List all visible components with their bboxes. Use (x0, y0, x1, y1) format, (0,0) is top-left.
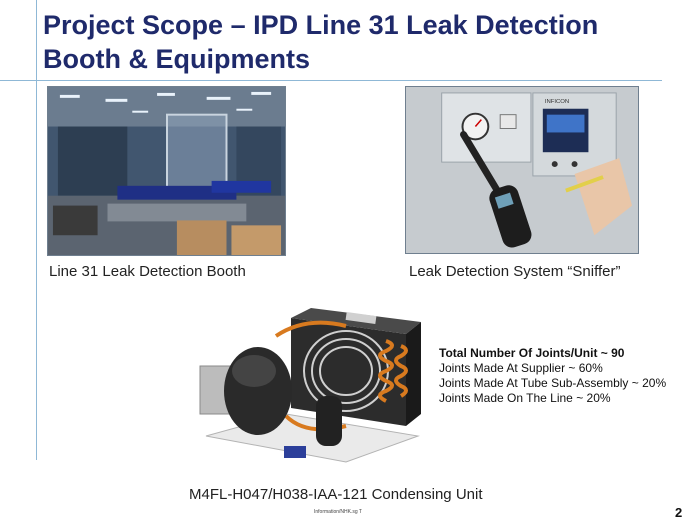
joints-tube-row: Joints Made At Tube Sub-Assembly ~ 20% (439, 376, 667, 390)
sniffer-caption: Leak Detection System “Sniffer” (409, 263, 621, 280)
booth-caption: Line 31 Leak Detection Booth (49, 263, 246, 280)
joints-total-headline: Total Number Of Joints/Unit ~ 90 (439, 346, 625, 360)
left-accent-line (36, 0, 37, 460)
joints-supplier-row: Joints Made At Supplier ~ 60% (439, 361, 603, 375)
joints-line-row: Joints Made On The Line ~ 20% (439, 391, 611, 405)
leak-detection-booth-photo (47, 86, 286, 256)
condensing-unit-image (196, 296, 421, 468)
title-divider (0, 80, 662, 81)
page-number: 2 (675, 505, 683, 520)
footer-classification: Information/NHK.sg T (314, 509, 362, 515)
joints-summary: Total Number Of Joints/Unit ~ 90 Joints … (439, 346, 679, 406)
sniffer-brand-label: INFICON (545, 99, 569, 105)
sniffer-photo: INFICON (405, 86, 639, 254)
condensing-unit-caption: M4FL-H047/H038-IAA-121 Condensing Unit (189, 486, 483, 503)
slide-title: Project Scope – IPD Line 31 Leak Detecti… (43, 10, 599, 74)
